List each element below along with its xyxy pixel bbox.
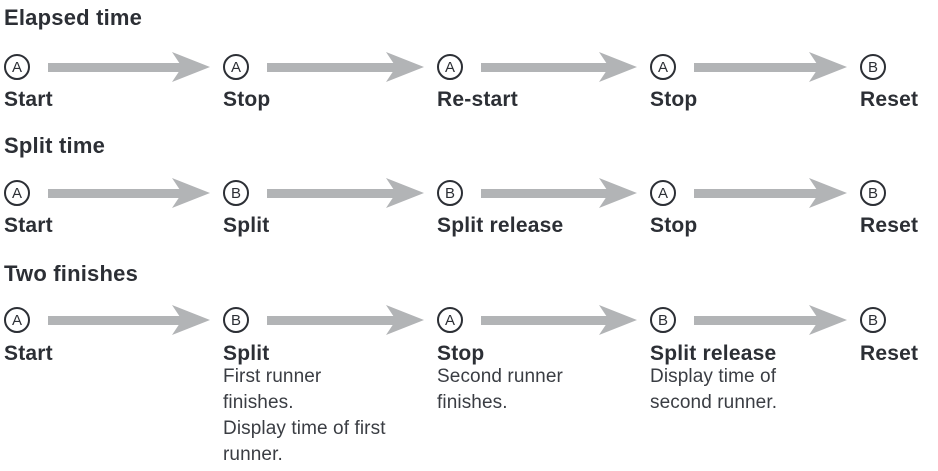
section-elapsed-time: Elapsed time A Start A Stop A [4, 5, 938, 110]
step-label: Split [223, 214, 270, 237]
description-line: Display time of first [223, 418, 386, 439]
arrow-icon [694, 52, 847, 82]
description-line: second runner. [650, 392, 778, 413]
description-line: Second runner [437, 366, 563, 387]
step: B Split release [437, 178, 650, 236]
button-b-circle: B [223, 307, 249, 333]
step-label: Split [223, 342, 270, 365]
arrow-icon [694, 305, 847, 335]
arrow-icon [694, 178, 847, 208]
step: A Stop [650, 178, 860, 236]
step-label: Start [4, 342, 53, 365]
section-title: Split time [4, 133, 106, 158]
step: A Stop [223, 52, 437, 110]
step-label: Stop [223, 88, 271, 111]
arrow-icon [481, 178, 637, 208]
step: B Reset [860, 52, 938, 110]
button-a-circle: A [437, 54, 463, 80]
arrow-icon [267, 305, 424, 335]
step-description: Display time of second runner. [650, 364, 860, 416]
arrow-icon [48, 178, 210, 208]
steps-row: A Start A Stop A Re-start [4, 52, 938, 110]
step-label: Start [4, 88, 53, 111]
button-a-circle: A [4, 54, 30, 80]
step-label: Stop [650, 214, 698, 237]
button-a-circle: A [650, 180, 676, 206]
arrow-icon [481, 305, 637, 335]
steps-row: A Start B Split B Split release [4, 178, 938, 236]
step-label: Reset [860, 214, 919, 237]
button-b-circle: B [860, 54, 886, 80]
step-label: Re-start [437, 88, 518, 111]
step: B Reset [860, 178, 938, 236]
step-label: Start [4, 214, 53, 237]
button-a-circle: A [4, 307, 30, 333]
section-title: Elapsed time [4, 5, 143, 30]
arrow-icon [267, 178, 424, 208]
step: B Reset [860, 305, 938, 468]
button-a-circle: A [650, 54, 676, 80]
description-line: Display time of [650, 366, 777, 387]
step: A Start [4, 305, 223, 468]
arrow-icon [267, 52, 424, 82]
step-description: First runner finishes. Display time of f… [223, 364, 437, 468]
step-label: Split release [437, 214, 564, 237]
button-b-circle: B [860, 180, 886, 206]
step: A Start [4, 178, 223, 236]
step: A Stop Second runner finishes. [437, 305, 650, 468]
description-line: finishes. [437, 392, 508, 413]
arrow-icon [481, 52, 637, 82]
step: B Split release Display time of second r… [650, 305, 860, 468]
step-label: Reset [860, 88, 919, 111]
description-line: runner. [223, 444, 283, 465]
button-b-circle: B [223, 180, 249, 206]
step: A Start [4, 52, 223, 110]
step-label: Stop [437, 342, 485, 365]
section-two-finishes: Two finishes A Start B Split First runne… [4, 261, 938, 468]
button-b-circle: B [860, 307, 886, 333]
description-line: finishes. [223, 392, 294, 413]
button-a-circle: A [223, 54, 249, 80]
arrow-icon [48, 52, 210, 82]
step-description: Second runner finishes. [437, 364, 650, 416]
steps-row: A Start B Split First runner finishes. D… [4, 305, 938, 468]
section-split-time: Split time A Start B Split B [4, 133, 938, 236]
button-b-circle: B [437, 180, 463, 206]
step: A Re-start [437, 52, 650, 110]
button-a-circle: A [4, 180, 30, 206]
step-label: Split release [650, 342, 777, 365]
step: B Split First runner finishes. Display t… [223, 305, 437, 468]
description-line: First runner [223, 366, 322, 387]
button-a-circle: A [437, 307, 463, 333]
step: A Stop [650, 52, 860, 110]
arrow-icon [48, 305, 210, 335]
button-b-circle: B [650, 307, 676, 333]
step: B Split [223, 178, 437, 236]
step-label: Reset [860, 342, 919, 365]
step-label: Stop [650, 88, 698, 111]
section-title: Two finishes [4, 261, 139, 286]
